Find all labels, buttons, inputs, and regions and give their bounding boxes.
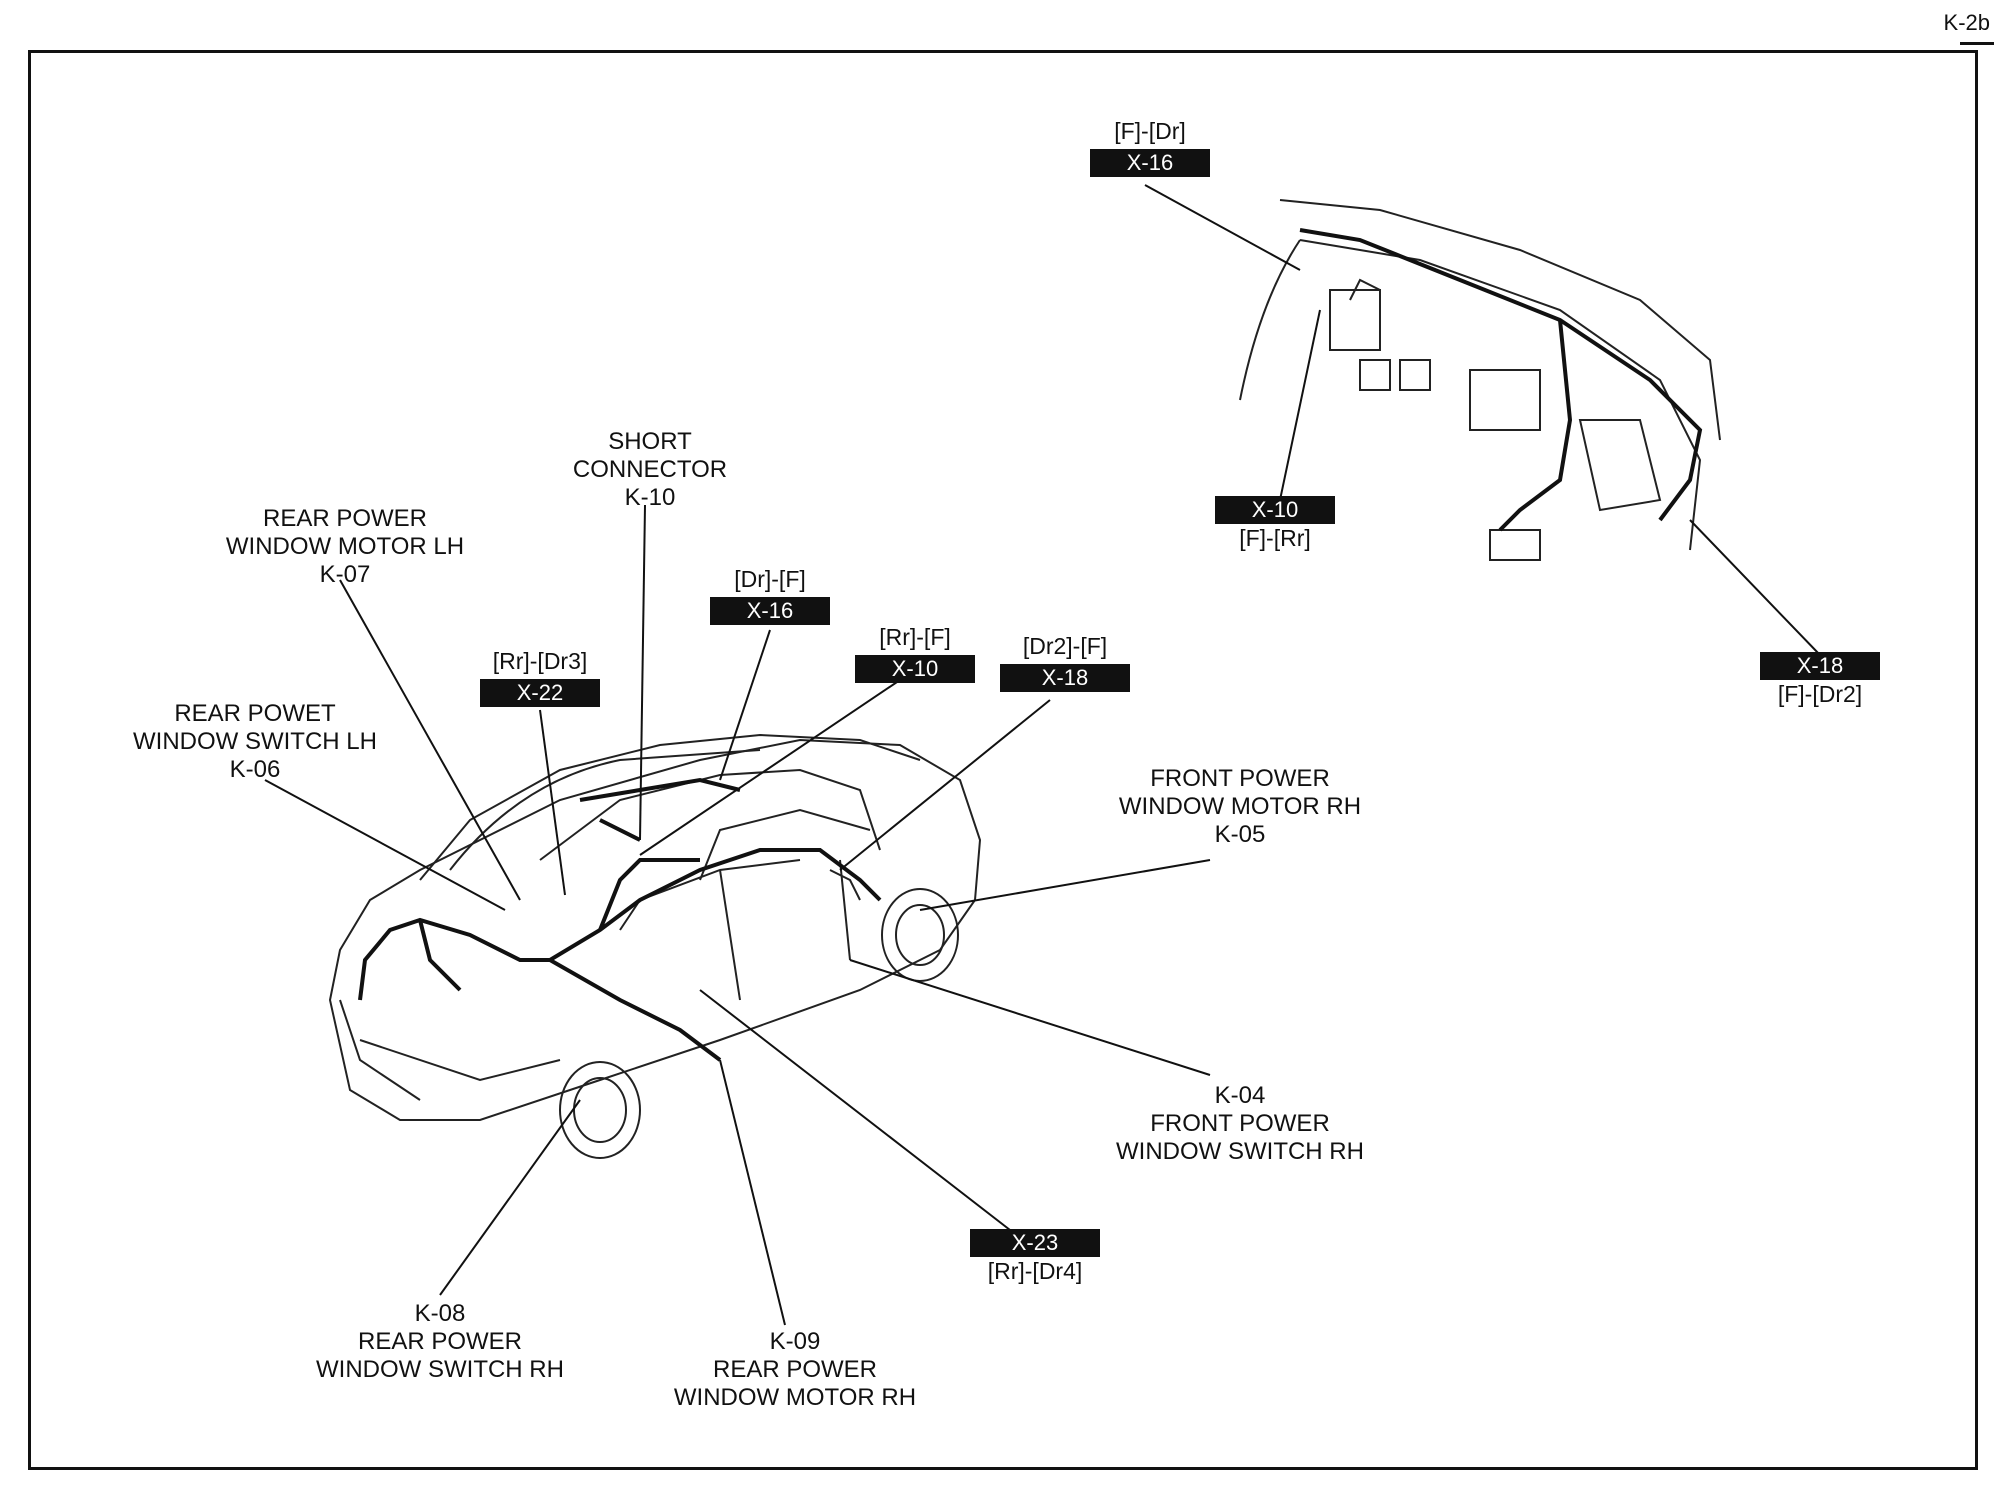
connector-code: X-18 bbox=[1760, 652, 1880, 680]
connector-x10-car: [Rr]-[F] X-10 bbox=[855, 623, 975, 683]
connector-pair: [Rr]-[F] bbox=[879, 624, 951, 650]
label-rear-switch-lh: REAR POWET WINDOW SWITCH LH K-06 bbox=[115, 700, 395, 784]
connector-code: X-23 bbox=[970, 1229, 1100, 1257]
label-rear-motor-rh: K-09 REAR POWER WINDOW MOTOR RH bbox=[655, 1328, 935, 1412]
label-code: K-05 bbox=[1214, 821, 1266, 848]
connector-code: X-10 bbox=[855, 655, 975, 683]
label-line: REAR POWER bbox=[712, 1356, 877, 1383]
connector-pair: [Rr]-[Dr4] bbox=[987, 1258, 1083, 1284]
label-line: CONNECTOR bbox=[572, 456, 728, 483]
leader-lines bbox=[264, 184, 1821, 1326]
connector-code: X-16 bbox=[710, 597, 830, 625]
connector-pair: [Dr]-[F] bbox=[734, 566, 806, 592]
label-code: K-06 bbox=[229, 756, 281, 783]
connector-pair: [F]-[Dr2] bbox=[1777, 681, 1863, 707]
connector-x18-dash: X-18 [F]-[Dr2] bbox=[1760, 648, 1880, 708]
label-line: FRONT POWER bbox=[1150, 765, 1330, 792]
label-front-motor-rh: FRONT POWER WINDOW MOTOR RH K-05 bbox=[1100, 765, 1380, 849]
connector-code: X-22 bbox=[480, 679, 600, 707]
label-code: K-10 bbox=[624, 484, 676, 511]
label-line: WINDOW MOTOR RH bbox=[1118, 793, 1362, 820]
label-line: FRONT POWER bbox=[1150, 1110, 1330, 1137]
label-front-switch-rh: K-04 FRONT POWER WINDOW SWITCH RH bbox=[1100, 1082, 1380, 1166]
connector-code: X-10 bbox=[1215, 496, 1335, 524]
connector-x10-dash: X-10 [F]-[Rr] bbox=[1215, 492, 1335, 552]
diagram-frame bbox=[28, 50, 1978, 1470]
connector-x22: [Rr]-[Dr3] X-22 bbox=[480, 647, 600, 707]
connector-pair: [Rr]-[Dr3] bbox=[492, 648, 588, 674]
label-line: WINDOW MOTOR RH bbox=[673, 1384, 917, 1411]
label-line: WINDOW SWITCH RH bbox=[1116, 1138, 1364, 1165]
car-harness bbox=[358, 777, 882, 1062]
label-line: SHORT bbox=[608, 428, 692, 455]
label-code: K-04 bbox=[1214, 1082, 1266, 1109]
label-line: WINDOW SWITCH LH bbox=[133, 728, 377, 755]
top-rule bbox=[1960, 42, 1994, 45]
label-code: K-09 bbox=[769, 1328, 821, 1355]
label-rear-switch-rh: K-08 REAR POWER WINDOW SWITCH RH bbox=[300, 1300, 580, 1384]
label-code: K-08 bbox=[414, 1300, 466, 1327]
label-rear-motor-lh: REAR POWER WINDOW MOTOR LH K-07 bbox=[205, 505, 485, 589]
label-short-connector: SHORT CONNECTOR K-10 bbox=[560, 428, 740, 512]
connector-pair: [F]-[Dr] bbox=[1114, 118, 1186, 144]
connector-code: X-16 bbox=[1090, 149, 1210, 177]
car-illustration bbox=[328, 733, 982, 1159]
connector-code: X-18 bbox=[1000, 664, 1130, 692]
connector-x16-dash: [F]-[Dr] X-16 bbox=[1090, 117, 1210, 177]
connector-x16-car: [Dr]-[F] X-16 bbox=[710, 565, 830, 625]
page-code: K-2b bbox=[1943, 10, 1990, 35]
label-line: REAR POWER bbox=[357, 1328, 522, 1355]
connector-pair: [Dr2]-[F] bbox=[1022, 633, 1108, 659]
label-line: WINDOW MOTOR LH bbox=[225, 533, 465, 560]
connector-x18-car: [Dr2]-[F] X-18 bbox=[1000, 632, 1130, 692]
connector-pair: [F]-[Rr] bbox=[1239, 525, 1311, 551]
label-line: REAR POWER bbox=[262, 505, 427, 532]
label-line: WINDOW SWITCH RH bbox=[316, 1356, 564, 1383]
connector-x23: X-23 [Rr]-[Dr4] bbox=[970, 1225, 1100, 1285]
label-code: K-07 bbox=[319, 561, 371, 588]
dash-harness bbox=[1299, 228, 1703, 532]
label-line: REAR POWET bbox=[174, 700, 336, 727]
